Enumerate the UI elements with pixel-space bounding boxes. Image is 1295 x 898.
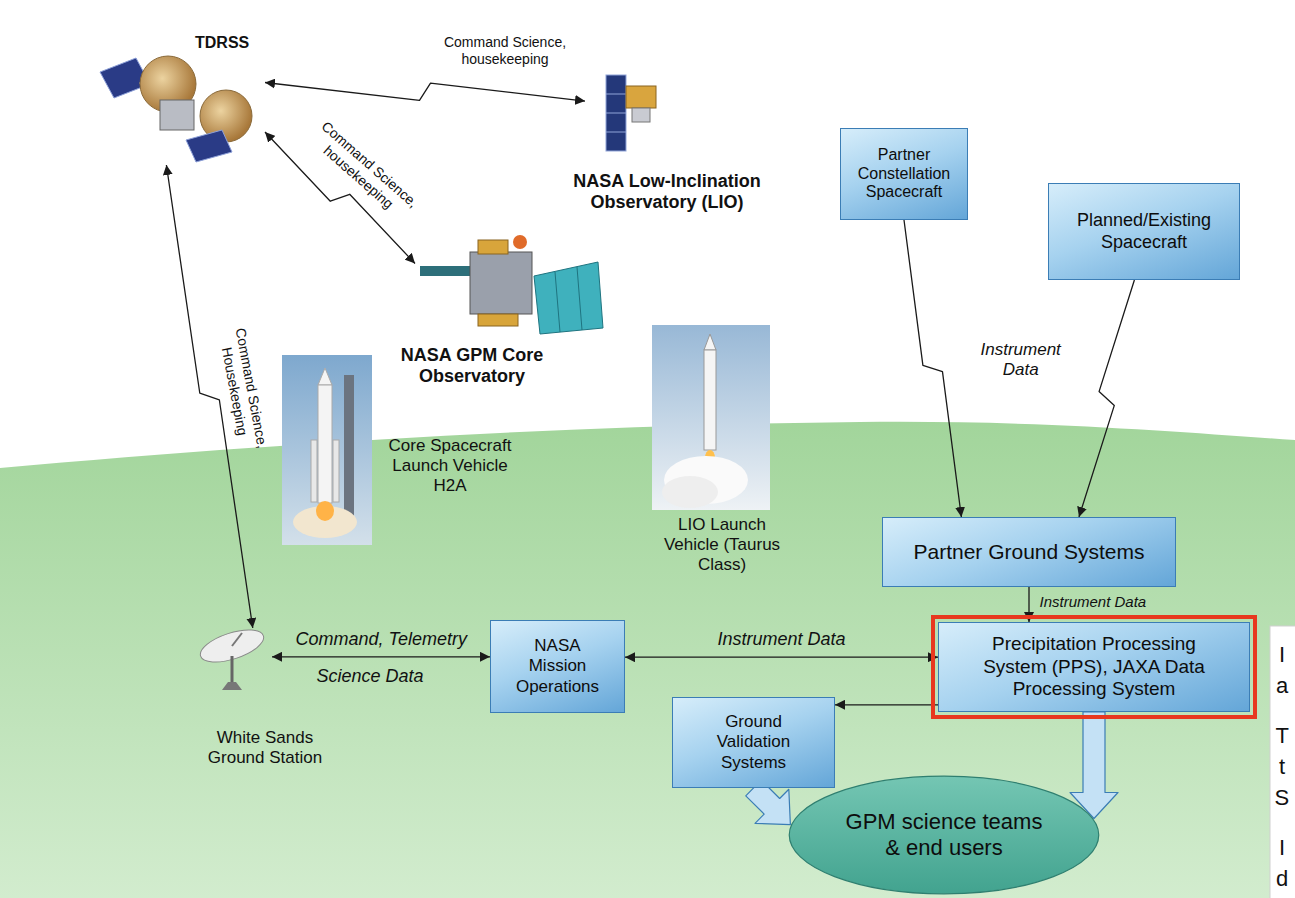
- node-text: GPM science teams & end users: [838, 809, 1050, 861]
- block-arrow: [1070, 712, 1118, 819]
- instrument: [478, 240, 508, 254]
- instrument: [478, 314, 518, 326]
- node-text: Precipitation Processing System (PPS), J…: [967, 633, 1221, 700]
- connector-label: Instrument Data: [718, 629, 846, 651]
- ellipse-shape: [789, 776, 1099, 894]
- solar-panel: [186, 130, 232, 162]
- panel-grid: [606, 132, 626, 133]
- solar-panel: [534, 262, 603, 334]
- instrument: [632, 108, 650, 122]
- booster: [333, 440, 339, 502]
- node-text: Ground Validation Systems: [703, 712, 804, 772]
- satellite-body: [160, 100, 194, 130]
- connector-label: Instrument Data: [971, 340, 1071, 381]
- connector-label: Command, Telemetry: [296, 629, 467, 651]
- rocket-body: [704, 350, 716, 450]
- vehicle-caption: LIO Launch Vehicle (Taurus Class): [655, 515, 790, 576]
- satellite-label: NASA GPM Core Observatory: [372, 345, 572, 387]
- user-ellipse: GPM science teams & end users: [788, 775, 1100, 895]
- ground-band: [0, 422, 1295, 898]
- connector-label: Command Science, Housekeeping: [213, 313, 274, 467]
- satellite-label: TDRSS: [195, 34, 249, 53]
- node-text: Partner Constellation Spacecraft: [849, 146, 959, 203]
- rocket-nose: [318, 368, 332, 385]
- rocket-body: [318, 385, 332, 503]
- cut-off-text: d: [1276, 866, 1288, 892]
- photo-sky: [282, 355, 372, 545]
- booster: [311, 440, 317, 502]
- launch-tower: [344, 375, 354, 525]
- panel-grid: [577, 267, 582, 330]
- satellite-label: White Sands Ground Station: [200, 728, 330, 768]
- cut-off-text: I: [1279, 642, 1285, 668]
- relay-satellite: TDRSS: [95, 55, 265, 165]
- boom: [420, 266, 470, 276]
- satellite-body: [470, 252, 532, 314]
- satellite-body: [626, 86, 656, 108]
- node-text: NASA Mission Operations: [509, 636, 606, 696]
- observatory-satellite: NASA GPM Core Observatory: [415, 232, 605, 337]
- observatory-satellite: NASA Low-Inclination Observatory (LIO): [585, 72, 665, 155]
- connector: [1028, 587, 1029, 622]
- side-panel: [1270, 626, 1295, 898]
- connector: [272, 656, 490, 657]
- taurus-launch-photo: [652, 325, 770, 510]
- lio-satellite: [606, 75, 656, 151]
- node-text: Planned/Existing Spacecraft: [1057, 210, 1231, 252]
- base: [222, 682, 242, 690]
- cut-off-text: t: [1279, 754, 1285, 780]
- cut-off-text: a: [1276, 673, 1288, 699]
- ground-dish: [197, 623, 268, 690]
- process-box: Partner Constellation Spacecraft: [840, 128, 968, 220]
- satellite-label: NASA Low-Inclination Observatory (LIO): [547, 171, 787, 213]
- flame: [316, 501, 334, 521]
- connector-label: Command Science, housekeeping: [430, 34, 580, 68]
- vehicle-caption: Core Spacecraft Launch Vehicle H2A: [378, 436, 523, 497]
- process-box: Ground Validation Systems: [672, 697, 835, 788]
- node-text: Partner Ground Systems: [913, 540, 1144, 565]
- process-box: Precipitation Processing System (PPS), J…: [938, 622, 1250, 712]
- gpm-core-satellite: [420, 235, 603, 334]
- cut-off-text: I: [1279, 835, 1285, 861]
- cut-off-text: T: [1276, 723, 1289, 749]
- link-label: Science Data: [317, 666, 424, 688]
- panel-grid: [606, 113, 626, 114]
- connector-label: Command Science, housekeeping: [296, 108, 431, 232]
- tdrss-satellite: [100, 56, 252, 162]
- solar-panel: [606, 75, 626, 151]
- photo-sky: [652, 325, 770, 510]
- h2a-launch-photo: [282, 355, 372, 545]
- process-box: Partner Ground Systems: [882, 517, 1176, 587]
- process-box: NASA Mission Operations: [490, 620, 625, 713]
- rocket-nose: [704, 334, 716, 350]
- panel-grid: [555, 272, 560, 332]
- connector-label: Instrument Data: [1040, 593, 1147, 611]
- connector: [904, 220, 961, 517]
- connector: [625, 657, 938, 658]
- feed: [232, 633, 242, 646]
- connector: [1079, 280, 1134, 517]
- antenna: [513, 235, 527, 249]
- panel-grid: [606, 94, 626, 95]
- connector: [835, 704, 938, 705]
- cut-off-text: S: [1275, 785, 1290, 811]
- smoke: [662, 476, 718, 508]
- ground-station: White Sands Ground Station: [195, 628, 272, 692]
- pedestal: [231, 656, 234, 684]
- connector: [265, 83, 585, 102]
- process-box: Planned/Existing Spacecraft: [1048, 183, 1240, 280]
